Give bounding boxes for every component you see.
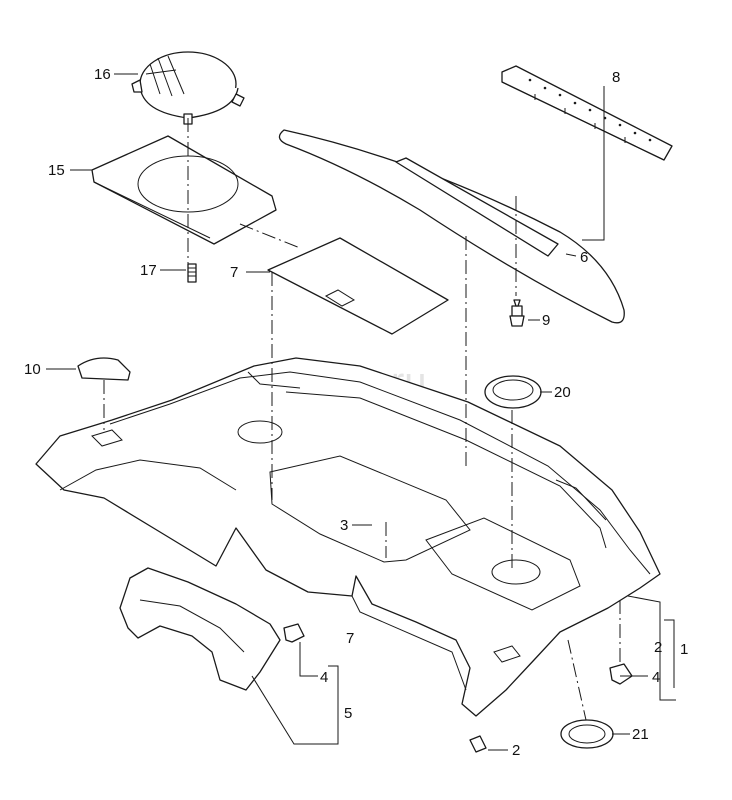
part-7-storage-lid [267, 237, 449, 335]
callout-9: 9 [542, 312, 550, 329]
part-10-small-cap [77, 357, 131, 381]
part-1-parcel-shelf [35, 357, 661, 717]
callout-10: 10 [24, 361, 41, 378]
callout-20: 20 [554, 384, 571, 401]
callout-4-right: 4 [652, 669, 660, 686]
callout-16: 16 [94, 66, 111, 83]
alignment-lines [103, 118, 621, 721]
part-8-trim-strip [501, 65, 673, 161]
callout-1: 1 [680, 641, 688, 658]
part-9-screw [509, 299, 525, 327]
callout-3: 3 [340, 517, 348, 534]
part-6-cover-panel [278, 129, 625, 324]
callout-7-bottom: 7 [346, 630, 354, 647]
part-2-clip [469, 735, 487, 753]
part-20-speaker [484, 375, 542, 409]
callout-4-left: 4 [320, 669, 328, 686]
part-21-speaker-ring [560, 719, 614, 749]
callout-2-bottom: 2 [512, 742, 520, 759]
part-4-clip-right [609, 663, 633, 685]
part-4-clip-left [283, 623, 305, 643]
callout-8: 8 [612, 69, 620, 86]
callout-6: 6 [580, 249, 588, 266]
leader-lines [46, 73, 676, 751]
callout-labels: 16 8 15 6 17 7 9 10 20 3 7 2 1 4 4 5 21 … [24, 66, 688, 759]
callout-7-top: 7 [230, 264, 238, 281]
part-15-speaker-frame [91, 135, 277, 245]
part-5-side-trim [119, 567, 281, 691]
part-16-speaker-grille [131, 51, 245, 125]
callout-17: 17 [140, 262, 157, 279]
part-17-screw [187, 263, 197, 283]
callout-15: 15 [48, 162, 65, 179]
callout-21: 21 [632, 726, 649, 743]
callout-2-right: 2 [654, 639, 662, 656]
callout-5: 5 [344, 705, 352, 722]
